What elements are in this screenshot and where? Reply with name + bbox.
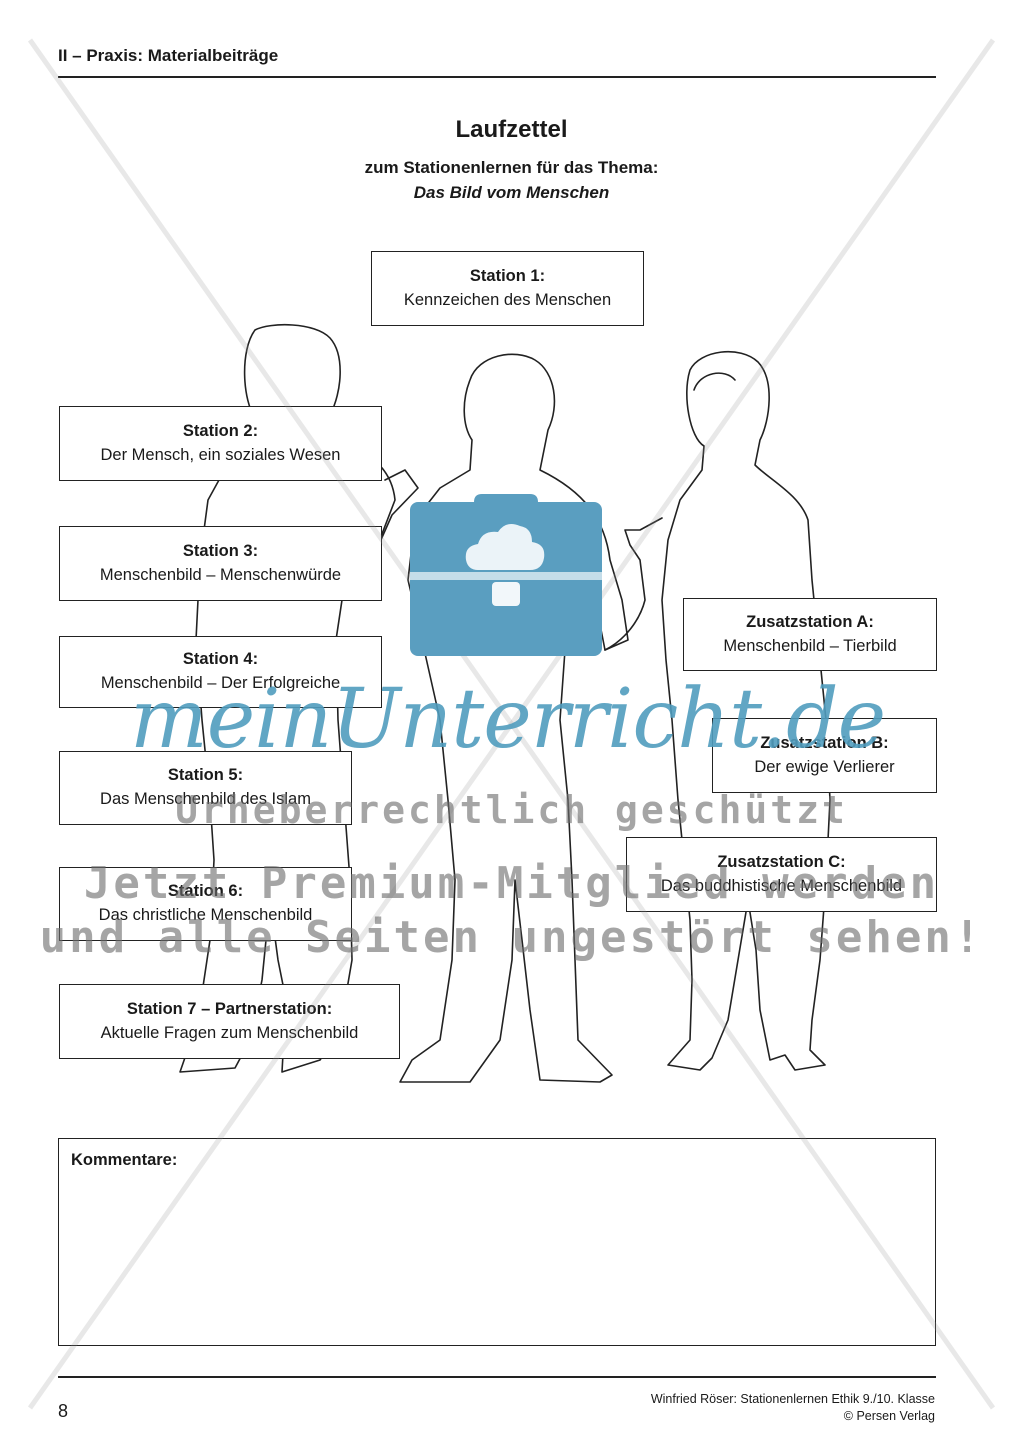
station-6-text: Das christliche Menschenbild — [98, 906, 313, 924]
section-header: II – Praxis: Materialbeiträge — [58, 46, 279, 65]
station-2-title: Station 2: — [182, 421, 259, 440]
station-2-text: Der Mensch, ein soziales Wesen — [100, 445, 341, 464]
comments-label: Kommentare: — [71, 1151, 178, 1169]
station-5-text: Das Menschenbild des Islam — [100, 790, 311, 808]
station-5-box: Station 5: Das Menschenbild des Islam — [59, 751, 352, 825]
station-6-box: Station 6: Das christliche Menschenbild — [59, 867, 352, 941]
page-number: 8 — [58, 1401, 69, 1421]
watermark-line-3: und alle Seiten ungestört sehen! — [39, 912, 984, 963]
station-7-title: Station 7 – Partnerstation: — [126, 999, 333, 1018]
station-7-text: Aktuelle Fragen zum Menschenbild — [100, 1023, 359, 1042]
footer-credits: Winfried Röser: Stationenlernen Ethik 9.… — [651, 1391, 935, 1425]
middle-person-hand — [604, 517, 663, 651]
page-title: Laufzettel — [455, 116, 568, 143]
extra-station-c-title: Zusatzstation C: — [717, 852, 846, 871]
station-3-title: Station 3: — [182, 541, 259, 560]
station-3-text: Menschenbild – Menschenwürde — [99, 565, 342, 584]
left-person-arm — [371, 469, 419, 561]
station-5-title: Station 5: — [167, 766, 244, 785]
right-person-hair — [693, 372, 736, 391]
extra-station-b-title: Zusatzstation B: — [760, 733, 889, 752]
footer-book: Winfried Röser: Stationenlernen Ethik 9.… — [650, 1392, 935, 1406]
comments-box: Kommentare: — [58, 1138, 936, 1346]
watermark-brand: meinUnterricht.de — [130, 672, 886, 767]
extra-station-a-box: Zusatzstation A: Menschenbild – Tierbild — [683, 598, 937, 671]
footer-publisher: © Persen Verlag — [843, 1408, 935, 1423]
extra-station-b-text: Der ewige Verlierer — [754, 757, 895, 776]
extra-station-a-text: Menschenbild – Tierbild — [723, 636, 897, 655]
extra-station-a-title: Zusatzstation A: — [746, 612, 874, 631]
extra-station-c-box: Zusatzstation C: Das buddhistische Mensc… — [626, 837, 937, 912]
page-subtitle: zum Stationenlernen für das Thema: — [364, 158, 659, 177]
station-7-box: Station 7 – Partnerstation: Aktuelle Fra… — [59, 984, 400, 1059]
watermark-line-2: Jetzt Premium-Mitglied werden — [83, 858, 940, 909]
page-topic: Das Bild vom Menschen — [413, 183, 610, 202]
station-4-title: Station 4: — [182, 650, 259, 669]
watermark-line-1: Urheberrechtlich geschützt — [175, 788, 848, 832]
station-3-box: Station 3: Menschenbild – Menschenwürde — [59, 526, 382, 601]
station-6-title: Station 6: — [167, 882, 244, 901]
station-1-box: Station 1: Kennzeichen des Menschen — [371, 251, 644, 326]
station-1-title: Station 1: — [469, 266, 546, 285]
extra-station-c-text: Das buddhistische Menschenbild — [660, 876, 903, 895]
header-rule — [58, 76, 936, 78]
station-4-box: Station 4: Menschenbild – Der Erfolgreic… — [59, 636, 382, 708]
station-4-text: Menschenbild – Der Erfolgreiche — [100, 674, 341, 692]
station-2-box: Station 2: Der Mensch, ein soziales Wese… — [59, 406, 382, 481]
footer-rule — [58, 1376, 936, 1378]
station-1-text: Kennzeichen des Menschen — [403, 290, 612, 309]
extra-station-b-box: Zusatzstation B: Der ewige Verlierer — [712, 718, 937, 793]
bag-cloud-logo-icon — [410, 494, 602, 656]
